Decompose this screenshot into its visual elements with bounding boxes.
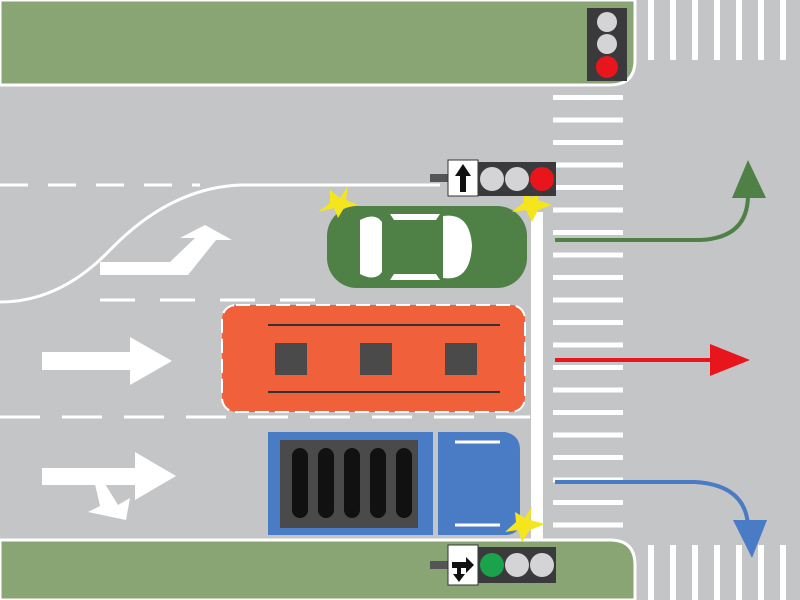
crosswalk-stripe xyxy=(553,140,623,145)
crosswalk-stripe xyxy=(553,387,623,393)
crosswalk-stripe xyxy=(553,185,623,190)
signal-lamp-off xyxy=(597,34,617,54)
arrow-right-and-down-icon xyxy=(452,557,474,582)
traffic-light-far xyxy=(587,8,627,81)
red-arrowhead-icon xyxy=(710,344,750,376)
signal-lamp-red xyxy=(596,56,618,78)
crosswalk-stripe xyxy=(553,297,623,303)
crosswalk-stripe xyxy=(758,545,764,600)
crosswalk-stripe xyxy=(670,0,676,60)
crosswalk-stripe xyxy=(758,0,764,60)
crosswalk-stripe xyxy=(736,545,742,600)
crosswalk-stripe xyxy=(780,545,786,600)
blue-arrowhead-icon xyxy=(733,520,767,558)
crosswalk-stripe xyxy=(553,365,623,370)
traffic-light-near-bottom xyxy=(430,544,556,586)
crosswalk-stripe xyxy=(553,320,623,325)
crosswalk-stripe xyxy=(553,432,623,438)
crosswalk-stripe xyxy=(692,0,698,60)
crosswalk-stripe xyxy=(670,545,676,600)
crosswalk-stripe xyxy=(692,545,698,600)
crosswalk-bottom xyxy=(648,545,786,600)
green-arrowhead-icon xyxy=(732,160,766,198)
crosswalk-stripe xyxy=(553,410,623,415)
path-arrows xyxy=(555,160,767,558)
straight-right-lane-arrow-icon xyxy=(42,452,176,520)
crosswalk-stripe xyxy=(780,0,786,60)
crosswalk-stripe xyxy=(553,230,623,235)
arrow-up-icon xyxy=(455,164,471,192)
blue-path-arrow xyxy=(555,480,750,526)
crosswalk-stripe xyxy=(648,545,654,600)
crosswalk-stripe xyxy=(553,207,623,213)
straight-lane-arrow-icon xyxy=(42,337,172,385)
crosswalk-stripe xyxy=(714,545,720,600)
lane-markings xyxy=(0,183,530,419)
blue-truck xyxy=(268,432,520,535)
green-path-arrow xyxy=(555,194,750,242)
crosswalk-stripe xyxy=(714,0,720,60)
signal-lamp-red xyxy=(530,167,554,191)
crosswalk-stripe xyxy=(553,522,623,528)
grass-top-left xyxy=(0,0,637,87)
crosswalk-stripe xyxy=(553,342,623,348)
left-turn-lane-arrow-icon xyxy=(100,225,232,275)
crosswalk-stripe xyxy=(553,117,623,123)
traffic-light-near-top xyxy=(430,159,556,197)
crosswalk-top xyxy=(648,0,786,60)
crosswalk-stripe xyxy=(736,0,742,60)
crosswalk-stripe xyxy=(553,455,623,460)
crosswalk-stripe xyxy=(648,0,654,60)
signal-lamp-green xyxy=(480,553,504,577)
crosswalk-stripe xyxy=(553,500,623,505)
red-bus xyxy=(221,304,526,413)
signal-lamp-off xyxy=(597,12,617,32)
crosswalk-stripe xyxy=(553,162,623,168)
crosswalk-stripe xyxy=(553,275,623,280)
turn-signal-flashes xyxy=(318,186,552,542)
crosswalk-stripe xyxy=(553,95,623,100)
stop-line xyxy=(531,212,543,540)
green-car xyxy=(327,206,527,288)
crosswalk-main xyxy=(553,95,623,528)
crosswalk-stripe xyxy=(553,252,623,258)
